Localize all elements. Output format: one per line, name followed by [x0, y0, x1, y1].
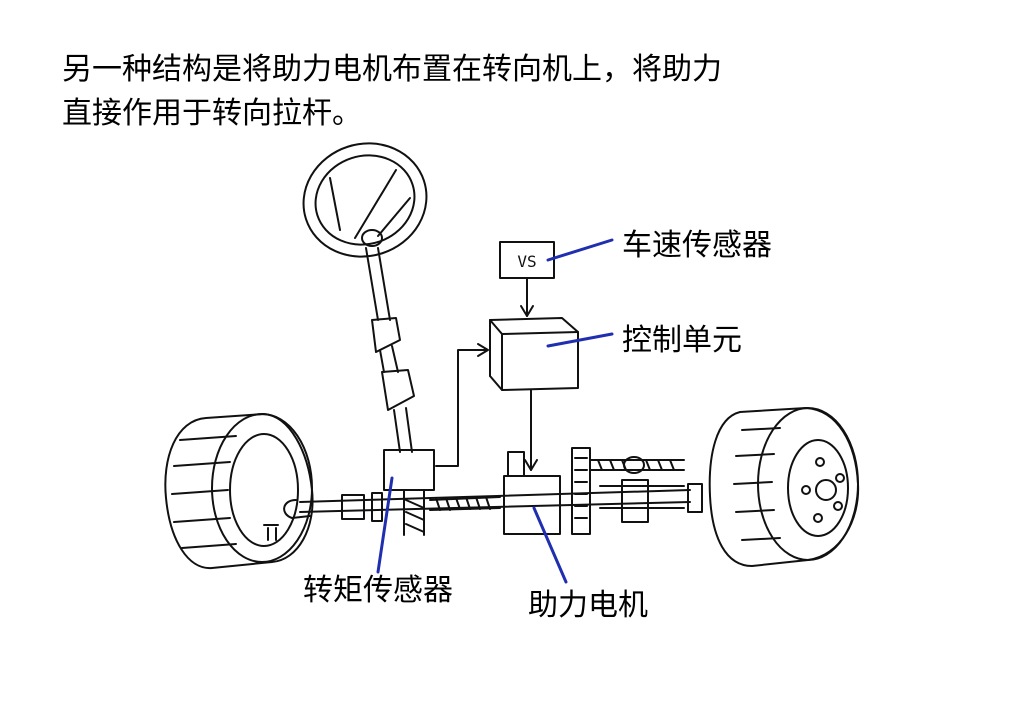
control-unit-box: [489, 317, 579, 391]
pointer-assist-motor: [532, 506, 568, 584]
pointer-control-unit: [546, 332, 614, 348]
steering-column: [365, 247, 415, 453]
label-control-unit: 控制单元: [622, 323, 742, 358]
label-assist-motor: 助力电机: [528, 588, 648, 623]
torque-sensor-housing: [383, 449, 435, 491]
headline-line-2: 直接作用于转向拉杆。: [62, 96, 362, 131]
vs-box-text: VS: [517, 252, 536, 271]
assist-motor-housing: [503, 475, 561, 535]
page-headline: 另一种结构是将助力电机布置在转向机上，将助力 直接作用于转向拉杆。: [62, 48, 862, 136]
pointer-torque-sensor: [376, 476, 394, 574]
headline-line-1: 另一种结构是将助力电机布置在转向机上，将助力: [62, 52, 722, 87]
steering-rack: [263, 489, 691, 541]
pointer-vehicle-speed-sensor: [546, 238, 614, 262]
label-vehicle-speed-sensor: 车速传感器: [622, 228, 772, 263]
left-wheel: [164, 413, 314, 570]
label-torque-sensor: 转矩传感器: [303, 573, 453, 608]
right-wheel: [708, 407, 860, 567]
steering-wheel: [302, 142, 428, 258]
